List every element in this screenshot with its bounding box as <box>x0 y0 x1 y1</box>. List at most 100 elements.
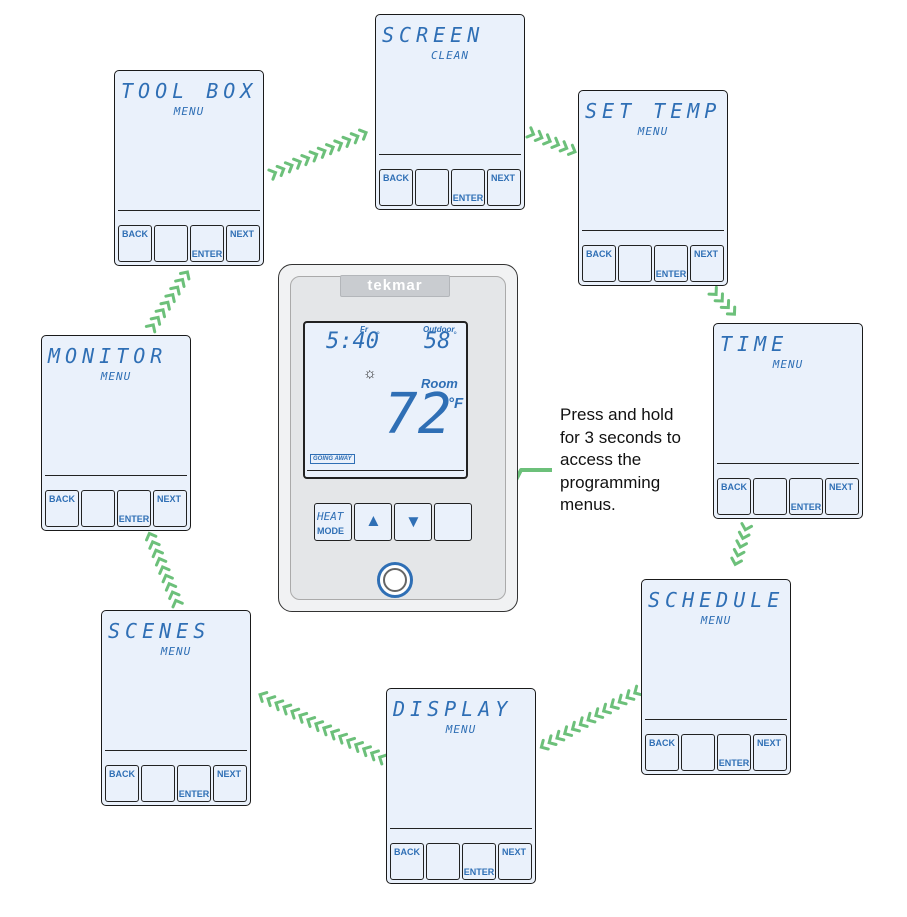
softkey-row: BACK ENTER NEXT <box>645 734 787 771</box>
arrow-up-icon: ▲ <box>365 511 382 530</box>
cycle-arrow-1 <box>267 128 369 181</box>
enter-button[interactable]: ENTER <box>117 490 151 527</box>
enter-button[interactable]: ENTER <box>177 765 211 802</box>
blank-button[interactable] <box>81 490 115 527</box>
menu-title: SET TEMP <box>585 99 722 123</box>
arrow-down-icon: ▼ <box>405 512 422 531</box>
menu-screen-display: DISPLAY MENU BACK ENTER NEXT <box>386 688 536 884</box>
cycle-arrow-6 <box>258 691 388 766</box>
next-button[interactable]: NEXT <box>690 245 724 282</box>
clock-time: 5:40 <box>326 329 379 354</box>
heat-mode-button[interactable]: HEAT MODE <box>314 503 352 541</box>
room-temp-unit: °F <box>448 395 464 412</box>
blank-button[interactable] <box>753 478 787 515</box>
up-button[interactable]: ▲ <box>354 503 392 541</box>
back-button[interactable]: BACK <box>118 225 152 262</box>
menu-title: SCHEDULE <box>648 588 785 612</box>
outdoor-label: Outdoor <box>423 325 455 334</box>
menu-screen-tool-box: TOOL BOX MENU BACK ENTER NEXT <box>114 70 264 266</box>
enter-button[interactable]: ENTER <box>451 169 485 206</box>
blank-button[interactable] <box>618 245 652 282</box>
softkey-row: BACK ENTER NEXT <box>582 245 724 282</box>
outdoor-degree-mark: ° <box>453 330 457 340</box>
softkey-row: BACK ENTER NEXT <box>379 169 521 206</box>
screen-divider <box>390 828 532 829</box>
back-button[interactable]: BACK <box>645 734 679 771</box>
thermostat-display: Fr 5:40 ° Outdoor 58 ° ☼ Room 72 °F GOIN… <box>303 321 468 479</box>
cycle-arrow-5 <box>539 684 644 751</box>
outdoor-temp: 58 <box>424 329 451 354</box>
blank-button[interactable] <box>681 734 715 771</box>
softkey-row: BACK ENTER NEXT <box>390 843 532 880</box>
screen-divider <box>379 154 521 155</box>
next-button[interactable]: NEXT <box>226 225 260 262</box>
menu-screen-schedule: SCHEDULE MENU BACK ENTER NEXT <box>641 579 791 775</box>
next-button[interactable]: NEXT <box>153 490 187 527</box>
enter-button[interactable]: ENTER <box>789 478 823 515</box>
next-button[interactable]: NEXT <box>753 734 787 771</box>
back-button[interactable]: BACK <box>717 478 751 515</box>
softkey-row: BACK ENTER NEXT <box>105 765 247 802</box>
room-temp: 72 <box>384 382 452 447</box>
cycle-arrow-8 <box>144 270 191 334</box>
blank-button[interactable] <box>426 843 460 880</box>
menu-screen-monitor: MONITOR MENU BACK ENTER NEXT <box>41 335 191 531</box>
menu-title: SCENES <box>108 619 211 643</box>
sun-icon: ☼ <box>363 365 377 382</box>
menu-subtitle: MENU <box>445 723 477 736</box>
going-away-indicator: GOING AWAY <box>310 454 355 464</box>
thermostat-device: tekmar Fr 5:40 ° Outdoor 58 ° ☼ Room 72 … <box>278 264 518 612</box>
screen-divider <box>582 230 724 231</box>
screen-divider <box>645 719 787 720</box>
softkey-row: BACK ENTER NEXT <box>118 225 260 262</box>
blank-button[interactable] <box>434 503 472 541</box>
blank-button[interactable] <box>415 169 449 206</box>
back-button[interactable]: BACK <box>105 765 139 802</box>
menu-screen-set-temp: SET TEMP MENU BACK ENTER NEXT <box>578 90 728 286</box>
cycle-arrow-7 <box>145 531 184 609</box>
enter-button[interactable]: ENTER <box>717 734 751 771</box>
clock-degree-mark: ° <box>376 330 380 340</box>
heat-label: HEAT <box>317 510 344 523</box>
screen-divider <box>105 750 247 751</box>
next-button[interactable]: NEXT <box>487 169 521 206</box>
menu-subtitle: MENU <box>772 358 804 371</box>
back-button[interactable]: BACK <box>379 169 413 206</box>
brand-logo: tekmar <box>340 275 450 297</box>
thermostat-keys: HEAT MODE ▲ ▼ <box>314 503 472 541</box>
back-button[interactable]: BACK <box>390 843 424 880</box>
screen-divider <box>118 210 260 211</box>
menu-screen-time: TIME MENU BACK ENTER NEXT <box>713 323 863 519</box>
menu-title: MONITOR <box>48 344 168 368</box>
menu-screen-screen-clean: SCREEN CLEAN BACK ENTER NEXT <box>375 14 525 210</box>
next-button[interactable]: NEXT <box>213 765 247 802</box>
menu-subtitle: MENU <box>637 125 669 138</box>
menu-subtitle: CLEAN <box>430 49 470 62</box>
next-button[interactable]: NEXT <box>825 478 859 515</box>
menu-subtitle: MENU <box>100 370 132 383</box>
cycle-arrow-2 <box>525 126 577 156</box>
menu-subtitle: MENU <box>700 614 732 627</box>
menu-subtitle: MENU <box>160 645 192 658</box>
menu-title: TOOL BOX <box>121 79 258 103</box>
back-button[interactable]: BACK <box>582 245 616 282</box>
callout-text: Press and hold for 3 seconds to access t… <box>560 405 681 514</box>
menu-access-button[interactable] <box>377 562 413 598</box>
screen-divider <box>45 475 187 476</box>
enter-button[interactable]: ENTER <box>462 843 496 880</box>
enter-button[interactable]: ENTER <box>654 245 688 282</box>
enter-button[interactable]: ENTER <box>190 225 224 262</box>
back-button[interactable]: BACK <box>45 490 79 527</box>
day-label: Fr <box>360 325 368 334</box>
room-label: Room <box>421 376 458 391</box>
mode-label: MODE <box>317 526 344 536</box>
blank-button[interactable] <box>141 765 175 802</box>
blank-button[interactable] <box>154 225 188 262</box>
next-button[interactable]: NEXT <box>498 843 532 880</box>
cycle-arrow-4 <box>730 522 754 567</box>
softkey-row: BACK ENTER NEXT <box>45 490 187 527</box>
down-button[interactable]: ▼ <box>394 503 432 541</box>
menu-title: SCREEN <box>382 23 485 47</box>
softkey-row: BACK ENTER NEXT <box>717 478 859 515</box>
display-divider <box>307 470 464 471</box>
